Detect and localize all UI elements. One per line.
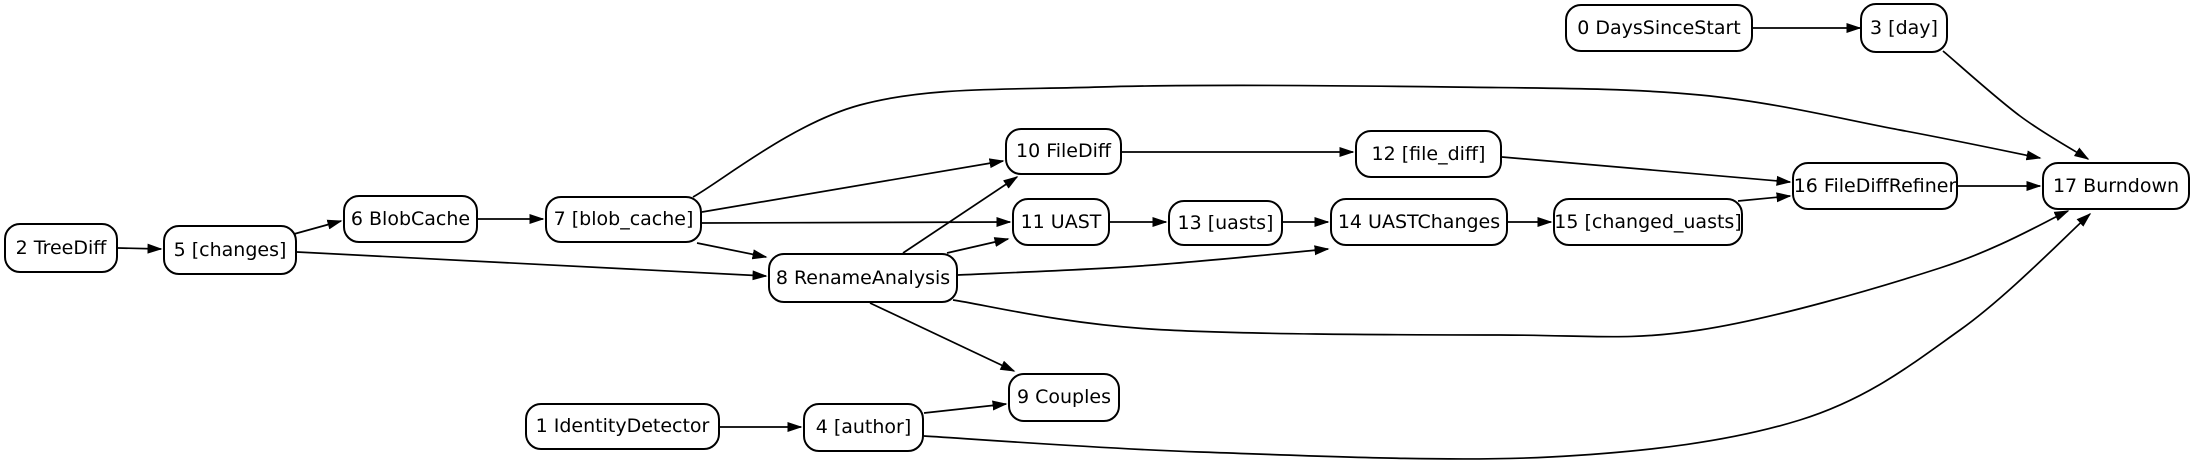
edge-7-to-11 bbox=[701, 217, 1012, 228]
node-12-file-diff: 12 [file_diff] bbox=[1355, 130, 1502, 178]
node-2-treediff: 2 TreeDiff bbox=[4, 223, 118, 273]
node-9-couples: 9 Couples bbox=[1008, 373, 1120, 422]
node-16-filediffrefiner: 16 FileDiffRefiner bbox=[1792, 162, 1958, 210]
edge-7-to-8 bbox=[696, 242, 768, 260]
node-13-uasts: 13 [uasts] bbox=[1168, 200, 1283, 246]
edge-3-to-17 bbox=[1942, 50, 2090, 160]
node-8-renameanalysis: 8 RenameAnalysis bbox=[768, 253, 958, 303]
edge-8-to-10 bbox=[902, 176, 1019, 254]
edge-7-to-17 bbox=[692, 84, 2042, 198]
edge-8-to-9 bbox=[869, 302, 1016, 372]
edge-15-to-16 bbox=[1737, 192, 1792, 203]
edge-8-to-17 bbox=[952, 210, 2070, 338]
edge-5-to-8 bbox=[296, 251, 768, 281]
edge-8-to-11 bbox=[946, 237, 1010, 254]
node-6-blobcache: 6 BlobCache bbox=[343, 195, 478, 243]
node-10-filediff: 10 FileDiff bbox=[1005, 128, 1122, 175]
edge-12-to-16 bbox=[1501, 156, 1792, 186]
node-0-dayssincestart: 0 DaysSinceStart bbox=[1565, 4, 1753, 52]
node-14-uastchanges: 14 UASTChanges bbox=[1330, 198, 1508, 246]
edge-8-to-14 bbox=[957, 245, 1330, 276]
node-7-blob-cache: 7 [blob_cache] bbox=[545, 196, 702, 243]
node-4-author: 4 [author] bbox=[803, 403, 924, 452]
edge-2-to-5 bbox=[117, 243, 163, 254]
node-5-changes: 5 [changes] bbox=[163, 225, 297, 275]
edge-4-to-9 bbox=[923, 400, 1008, 414]
edge-4-to-17 bbox=[923, 213, 2092, 460]
node-15-changed-uasts: 15 [changed_uasts] bbox=[1553, 198, 1743, 246]
node-1-identitydetector: 1 IdentityDetector bbox=[525, 403, 720, 450]
node-11-uast: 11 UAST bbox=[1012, 198, 1110, 246]
node-17-burndown: 17 Burndown bbox=[2042, 162, 2190, 210]
node-3-day: 3 [day] bbox=[1860, 3, 1948, 53]
edge-5-to-6 bbox=[293, 219, 343, 235]
edge-7-to-10 bbox=[701, 158, 1005, 213]
